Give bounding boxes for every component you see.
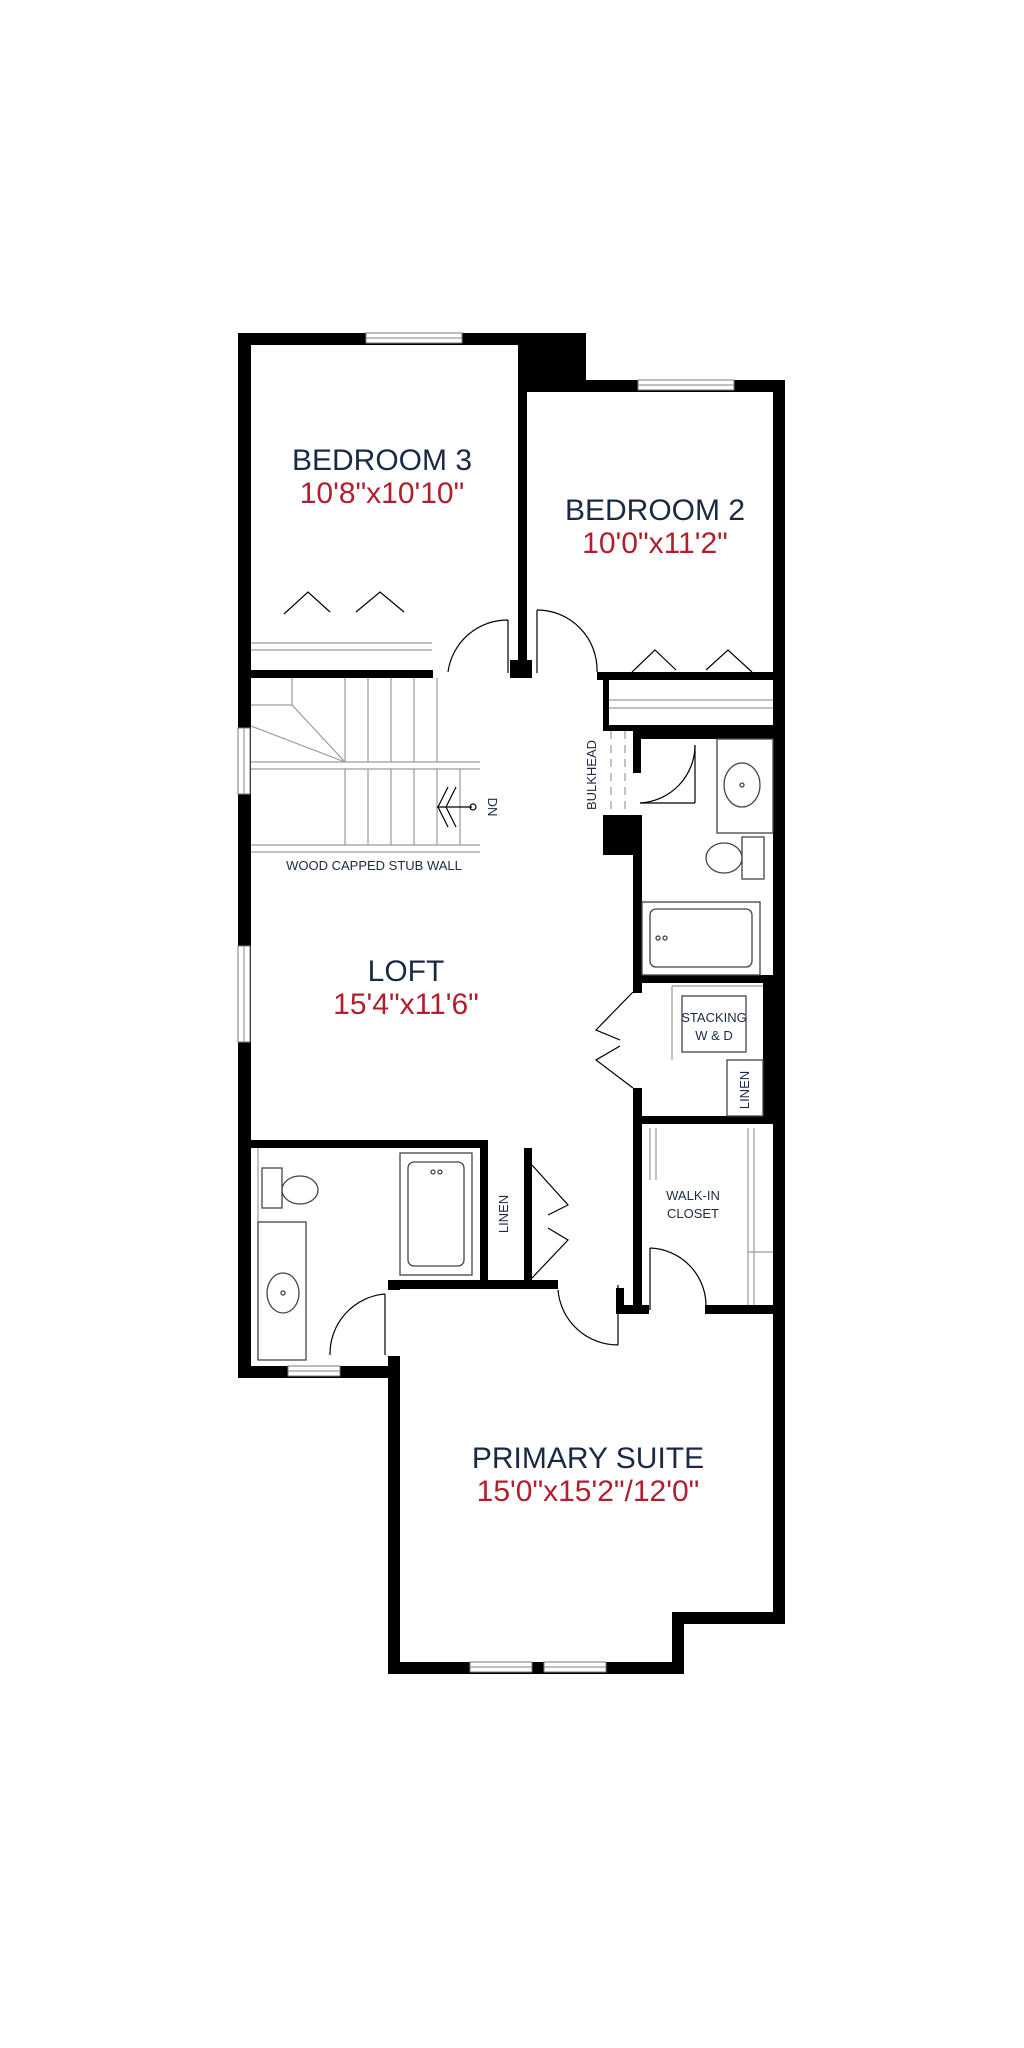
bifold-door-bed3-left [283, 591, 331, 615]
door-walkin-closet [649, 1247, 707, 1309]
ensuite-fixtures [257, 1148, 473, 1361]
wall-right [773, 380, 785, 1620]
wall-primary-bump-vert [672, 1612, 684, 1674]
wall-hall-bath-top [238, 1140, 488, 1148]
wall-bed2-closet-bottom [603, 725, 773, 731]
wall-chimney-block [518, 333, 586, 385]
wall-linen-right [524, 1148, 532, 1280]
bifold-door-laundry-top [594, 991, 634, 1041]
door-bedroom3 [447, 619, 509, 673]
room-name-loft: LOFT [368, 955, 445, 988]
wall-primary-bottom [388, 1662, 682, 1674]
bifold-door-laundry-bottom [594, 1045, 634, 1089]
main-bath-toilet-icon [705, 842, 743, 874]
wall-primary-door-jamb [616, 1288, 624, 1314]
ensuite-toilet-tank [261, 1167, 283, 1209]
main-bath-toilet-tank [741, 836, 765, 880]
bifold-door-linen-top [531, 1164, 569, 1216]
stair-down-arrow-icon [437, 786, 449, 828]
wall-bed2-closet-left [603, 675, 609, 727]
wall-bed-divider [518, 385, 527, 677]
door-bedroom2 [536, 609, 598, 673]
staircase [250, 678, 480, 853]
label-stacking-line1: STACKING [681, 1010, 747, 1025]
room-name-bedroom3: BEDROOM 3 [292, 444, 472, 477]
room-dims-bedroom3: 10'8"x10'10" [300, 477, 465, 510]
wall-bulkhead-block [603, 815, 639, 855]
room-dims-primary-suite: 15'0"x15'2"/12'0" [477, 1475, 700, 1508]
wall-primary-bump-horz [672, 1612, 785, 1624]
laundry-linen-shelf [726, 1059, 764, 1117]
wall-left [238, 333, 251, 1378]
room-dims-bedroom2: 10'0"x11'2" [582, 527, 728, 560]
bifold-door-bed3-right [355, 591, 405, 613]
door-main-bath [639, 744, 696, 804]
ensuite-toilet-icon [281, 1175, 319, 1205]
wall-laundry-left-bottom [633, 1088, 642, 1120]
bifold-door-bed2-left [631, 649, 677, 673]
label-stub-wall: WOOD CAPPED STUB WALL [286, 858, 462, 873]
wall-linen-left [480, 1148, 488, 1280]
room-dims-loft: 15'4"x11'6" [333, 988, 479, 1021]
wall-laundry-right-thick [763, 983, 773, 1116]
label-linen-hall: LINEN [496, 1195, 511, 1233]
bifold-door-linen-bottom [531, 1227, 569, 1279]
wall-bath-primary-divider [388, 1280, 558, 1289]
wall-bath-bottom [633, 975, 773, 983]
windows [237, 332, 735, 1673]
wall-walkin-left [633, 1124, 642, 1314]
wall-walkin-bottom-right [705, 1305, 773, 1314]
wall-bedroom3-bottom [238, 670, 433, 678]
room-labels: BEDROOM 3 10'8"x10'10" BEDROOM 2 10'0"x1… [286, 444, 752, 1508]
label-bulkhead: BULKHEAD [584, 740, 599, 810]
stacking-washer-dryer [681, 995, 747, 1053]
wall-laundry-bottom [633, 1116, 773, 1124]
walls [238, 333, 785, 1674]
wall-bedroom2-bottom [597, 672, 775, 680]
label-linen-laundry: LINEN [737, 1071, 752, 1109]
laundry-fixtures [671, 985, 764, 1117]
wall-bath-left-top [633, 731, 641, 773]
door-primary-suite [557, 1289, 619, 1346]
walkin-shelves [649, 1128, 773, 1305]
label-walkin-line1: WALK-IN [666, 1188, 720, 1203]
wall-walkin-bottom-left [633, 1305, 649, 1314]
label-walkin-line2: CLOSET [667, 1206, 719, 1221]
wall-primary-left [388, 1356, 400, 1674]
wall-laundry-left-top [633, 983, 642, 993]
room-name-primary-suite: PRIMARY SUITE [472, 1442, 704, 1475]
swing-doors [329, 609, 707, 1356]
wall-bed-divider-stub [510, 660, 532, 678]
main-bath-fixtures [641, 738, 774, 976]
wall-primary-top-right [620, 1305, 640, 1314]
bifold-door-bed2-right [705, 649, 753, 673]
label-stair-down: DN [485, 798, 500, 817]
closet-doors [251, 591, 773, 1279]
wall-bath-top [635, 731, 773, 739]
door-ensuite [329, 1293, 386, 1356]
label-stacking-line2: W & D [695, 1028, 733, 1043]
wall-bath-door-top [388, 1280, 400, 1290]
room-name-bedroom2: BEDROOM 2 [565, 494, 745, 527]
wall-bath-left [633, 815, 642, 985]
